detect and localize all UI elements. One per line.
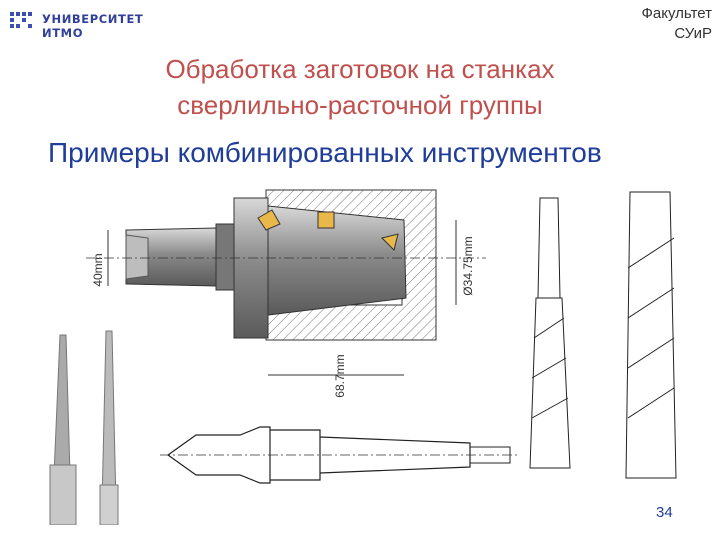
logo-text: УНИВЕРСИТЕТ ИТМО — [42, 12, 144, 40]
slide-number: 34 — [656, 504, 673, 521]
dimension-diameter-label: Ø34.75mm — [461, 236, 475, 295]
boring-bar-drawing: 40mm Ø34.75mm 68.7mm — [86, 189, 486, 398]
dimension-length-label: 68.7mm — [333, 354, 347, 397]
step-drill-photos — [49, 330, 119, 525]
faculty-line-1: Факультет — [641, 5, 712, 22]
itmo-logo-icon — [10, 12, 32, 28]
faculty-label: Факультет СУиР — [642, 4, 712, 44]
step-drill-taper-shank-drawing — [160, 426, 520, 484]
itmo-logo: УНИВЕРСИТЕТ ИТМО — [8, 8, 178, 40]
combined-twist-drill-drawings — [529, 191, 677, 479]
faculty-line-2: СУиР — [674, 25, 712, 42]
slide-title-line-1: Обработка заготовок на станках — [165, 54, 555, 84]
slide-title-line-2: сверлильно-расточной группы — [177, 90, 543, 120]
dimension-height-label: 40mm — [91, 253, 105, 286]
slide-subtitle: Примеры комбинированных инструментов — [48, 137, 602, 168]
